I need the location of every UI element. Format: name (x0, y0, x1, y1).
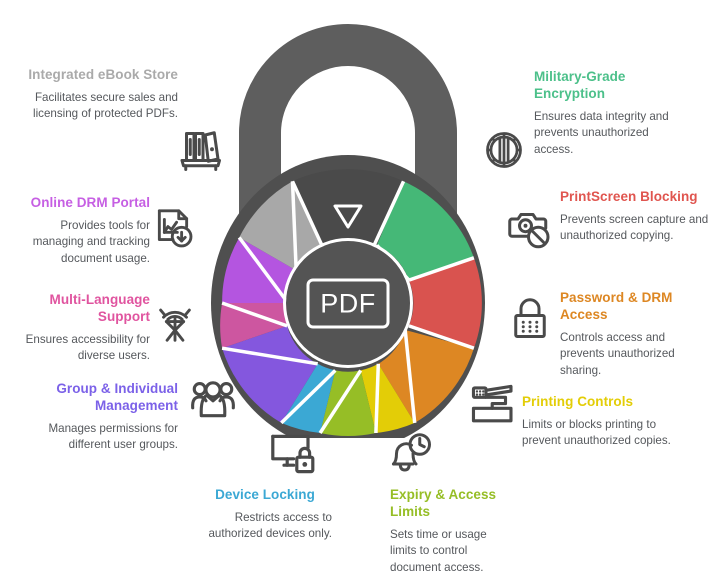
feature-expiry-access-limits: Expiry & Access Limits Sets time or usag… (390, 486, 512, 576)
triangle-down-icon (333, 204, 363, 229)
feature-group-individual-management: Group & Individual Management Manages pe… (42, 380, 178, 454)
feature-device-locking: Device Locking Restricts access to autho… (198, 486, 332, 543)
wheel-inner-hub-outline (283, 238, 413, 368)
wheel-segment-green (376, 181, 474, 281)
feature-title: Integrated eBook Store (28, 67, 178, 82)
feature-description: Prevents screen capture and unauthorized… (560, 213, 709, 243)
feature-multi-language-support: Multi-Language Support Ensures accessibi… (22, 291, 150, 365)
feature-title: Device Locking (215, 487, 315, 502)
feature-description: Sets time or usage limits to control doc… (390, 528, 487, 574)
wheel-segment-yellow (360, 363, 415, 433)
feature-description: Limits or blocks printing to prevent una… (522, 418, 671, 448)
language-broadcast-icon (152, 300, 198, 346)
pdf-center-label (306, 278, 390, 329)
feature-title: Multi-Language Support (49, 292, 150, 324)
wheel-segment-top-dark (292, 169, 404, 247)
monitor-lock-icon (266, 430, 318, 478)
feature-title: Online DRM Portal (30, 195, 150, 210)
feature-description: Ensures data integrity and prevents unau… (534, 110, 669, 156)
feature-description: Ensures accessibility for diverse users. (25, 333, 150, 363)
feature-description: Provides tools for managing and tracking… (32, 219, 150, 265)
feature-description: Facilitates secure sales and licensing o… (33, 91, 178, 121)
feature-title: PrintScreen Blocking (560, 189, 698, 204)
feature-description: Manages permissions for different user g… (48, 422, 178, 452)
wheel-inner-hub (286, 241, 410, 365)
feature-printscreen-blocking: PrintScreen Blocking Prevents screen cap… (560, 188, 712, 245)
vault-door-icon (482, 128, 526, 172)
feature-online-drm-portal: Online DRM Portal Provides tools for man… (10, 194, 150, 267)
feature-title: Group & Individual Management (56, 381, 178, 413)
feature-description: Controls access and prevents unauthorize… (560, 331, 675, 377)
feature-military-grade-encryption: Military-Grade Encryption Ensures data i… (534, 68, 690, 158)
people-group-icon (188, 375, 238, 425)
wheel-segment-lime (320, 370, 376, 436)
camera-blocked-icon (506, 205, 554, 251)
padlock-shackle (239, 24, 457, 218)
wheel-segment-red (408, 257, 482, 349)
feature-password-drm-access: Password & DRM Access Controls access an… (560, 289, 710, 379)
feature-title: Military-Grade Encryption (534, 69, 626, 101)
padlock-keypad-icon (508, 296, 552, 344)
document-chart-download-icon (150, 205, 196, 251)
bell-clock-icon (386, 431, 434, 479)
wheel-separators (221, 180, 475, 434)
feature-title: Printing Controls (522, 394, 634, 409)
padlock-wheel-graphic: PDF (198, 18, 498, 438)
feature-description: Restricts access to authorized devices o… (208, 511, 332, 541)
wheel-segment-violet (222, 325, 318, 423)
feature-title: Expiry & Access Limits (390, 487, 497, 519)
books-shelf-icon (176, 126, 224, 174)
feature-printing-controls: Printing Controls Limits or blocks print… (522, 393, 680, 450)
wheel-segment-pink (220, 303, 288, 349)
feature-title: Password & DRM Access (560, 290, 673, 322)
wheel-segment-orange (378, 330, 474, 423)
printer-icon (468, 378, 518, 426)
pdf-center-text: PDF (320, 289, 376, 319)
feature-integrated-ebook-store: Integrated eBook Store Facilitates secur… (28, 66, 178, 123)
